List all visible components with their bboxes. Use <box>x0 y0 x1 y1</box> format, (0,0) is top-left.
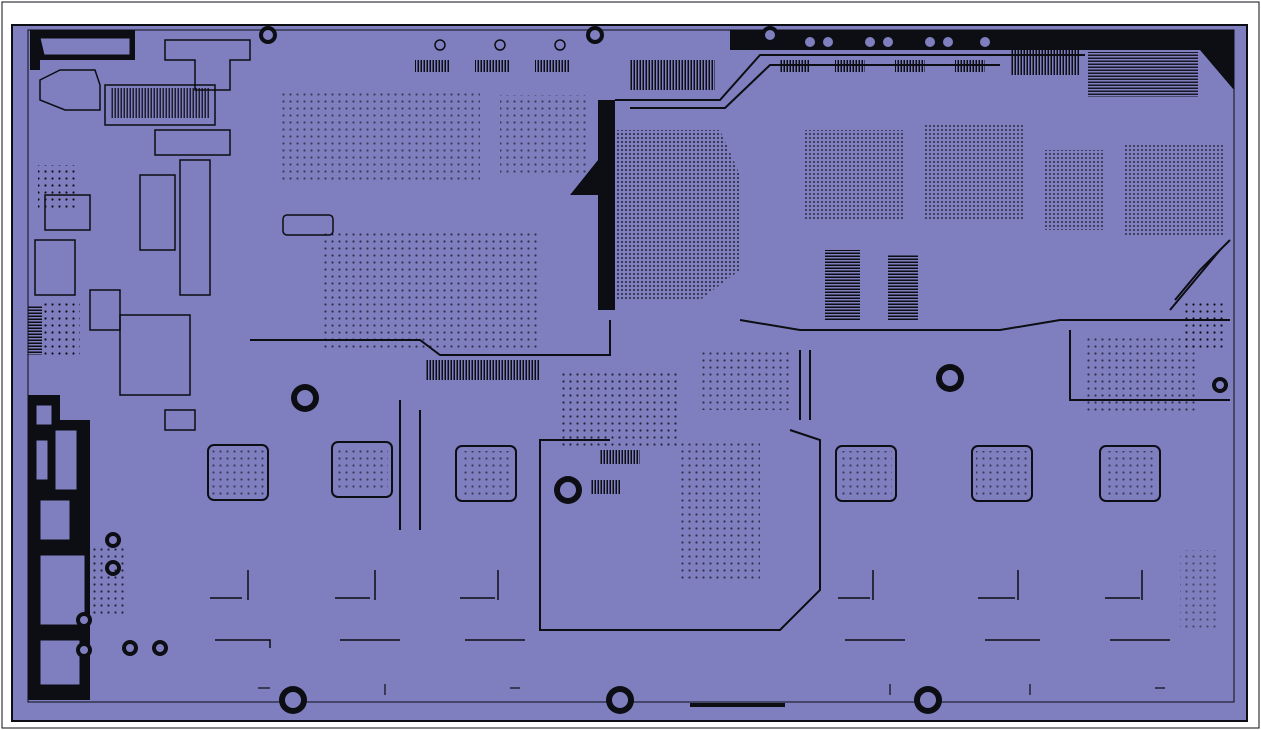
left-conn <box>28 305 42 355</box>
inductor-pads <box>212 447 1156 496</box>
mount-hole-top-right-inner <box>765 30 775 40</box>
hole-top-4 <box>883 37 893 47</box>
mid-left-connector <box>425 360 540 380</box>
corner-copper-top-right <box>1085 30 1234 90</box>
ic-left-qfn-2 <box>40 300 80 355</box>
hole-top-6 <box>943 37 953 47</box>
inductor-2 <box>331 441 393 498</box>
inductor-6 <box>1099 445 1161 502</box>
top-left-island <box>39 37 131 56</box>
mount-hole-top-mid-inner <box>590 30 600 40</box>
upper-middle-parts <box>280 39 590 236</box>
right-lower-via-field <box>1085 335 1195 415</box>
top-edge-strip <box>730 30 1090 50</box>
bottom-edge-marks <box>258 684 1165 695</box>
left-power-islands <box>35 404 86 686</box>
top-mounting-holes <box>805 37 990 47</box>
hole-top-2 <box>823 37 833 47</box>
left-via-field <box>88 545 128 615</box>
hole-top-5 <box>925 37 935 47</box>
upper-left-components <box>34 39 251 431</box>
inductor-3 <box>455 445 517 502</box>
mid-left-via-field <box>320 230 540 350</box>
mount-hole-top-left-inner <box>263 30 273 40</box>
main-bga <box>570 60 740 310</box>
ic-left-qfn-1 <box>38 165 78 210</box>
mid-left-bus <box>250 320 611 356</box>
lower-section-markers <box>210 570 1170 648</box>
mounting-holes <box>279 364 964 714</box>
hole-top-3 <box>865 37 875 47</box>
inductor-1 <box>207 444 269 501</box>
right-lower-parts <box>1180 550 1220 630</box>
routing-traces <box>399 54 1231 631</box>
left-column-circles <box>76 532 168 658</box>
inductor-row <box>207 441 1161 502</box>
right-bga-group <box>780 45 1225 320</box>
center-lower-area <box>560 350 790 707</box>
top-right-connector <box>1088 52 1198 97</box>
inductor-4 <box>835 445 897 502</box>
ic-top-left-1 <box>110 88 210 118</box>
inductor-5 <box>971 445 1033 502</box>
hole-top-1 <box>805 37 815 47</box>
hole-top-7 <box>980 37 990 47</box>
